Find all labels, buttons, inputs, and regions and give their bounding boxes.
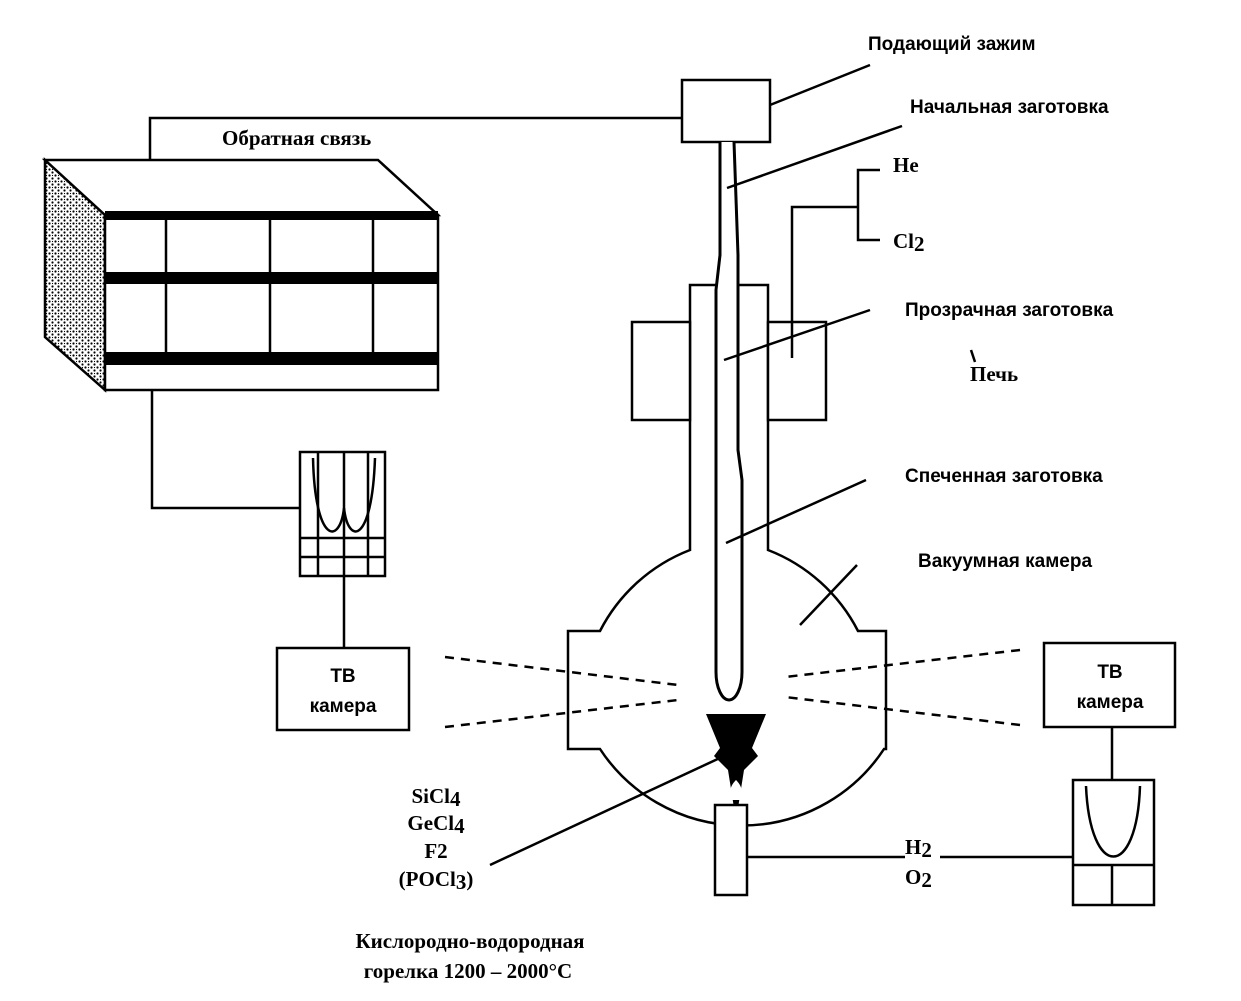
vacuum-chamber-leader <box>799 564 858 626</box>
label-chlorine: Cl2 <box>893 229 925 256</box>
controller-top-band <box>105 211 438 220</box>
flame <box>706 714 766 808</box>
controller-bottom-band <box>105 352 438 365</box>
camera-right-view-line <box>784 695 1021 727</box>
tv-camera-right: ТВ камера <box>1042 641 1177 729</box>
gas-inlet-bracket <box>856 168 880 242</box>
chart-recorder-left <box>298 450 387 578</box>
sintered-preform-leader <box>725 478 867 545</box>
gas-inlet-pipe <box>790 205 858 358</box>
label-gas-f2: F2 <box>424 839 447 863</box>
furnace-leader <box>969 349 977 363</box>
controller-middle-band <box>105 272 438 284</box>
controller-top-face <box>41 158 442 217</box>
label-feed-clamp: Подающий зажим <box>868 34 1036 55</box>
camera-left-view-line <box>444 698 679 729</box>
tv-camera-right-label-1: ТВ <box>1097 662 1122 683</box>
feed-clamp <box>680 78 772 144</box>
gases-leader <box>489 755 723 867</box>
feedback-wire <box>148 116 682 160</box>
tv-camera-left-label-2: камера <box>310 696 377 717</box>
preform-rod <box>714 141 744 702</box>
label-transparent-preform: Прозрачная заготовка <box>905 300 1114 321</box>
label-sintered-preform: Спеченная заготовка <box>905 466 1103 487</box>
camera-left-view-line <box>444 655 679 687</box>
label-helium: He <box>893 153 919 177</box>
label-gas-sicl4: SiCl4 <box>411 784 461 811</box>
label-feedback: Обратная связь <box>222 126 371 150</box>
burner-nozzle <box>713 803 749 897</box>
label-furnace: Печь <box>970 362 1018 386</box>
camera-right-view-line <box>784 648 1021 679</box>
transparent-preform-leader <box>723 308 871 362</box>
label-burner-line-2: горелка 1200 – 2000°С <box>364 959 572 983</box>
recorder-left-wire <box>150 390 300 510</box>
initial-preform-leader <box>726 124 903 190</box>
feed-clamp-leader <box>769 63 871 107</box>
furnace-right-block <box>766 320 828 422</box>
label-oxygen: O2 <box>905 865 932 892</box>
furnace-left-block <box>630 320 692 422</box>
label-hydrogen: H2 <box>905 835 932 862</box>
label-initial-preform: Начальная заготовка <box>910 97 1109 118</box>
tv-camera-left: ТВ камера <box>275 646 411 732</box>
label-burner-line-1: Кислородно-водородная <box>355 929 584 953</box>
tv-camera-left-label-1: ТВ <box>330 666 355 687</box>
label-gas-pocl3: (POCl3) <box>399 867 474 894</box>
tv-camera-right-label-2: камера <box>1077 692 1144 713</box>
label-vacuum-chamber: Вакуумная камера <box>918 551 1092 572</box>
feedback-controller <box>41 157 442 393</box>
label-gas-gecl4: GeCl4 <box>407 811 465 838</box>
chart-recorder-right <box>1071 778 1156 907</box>
